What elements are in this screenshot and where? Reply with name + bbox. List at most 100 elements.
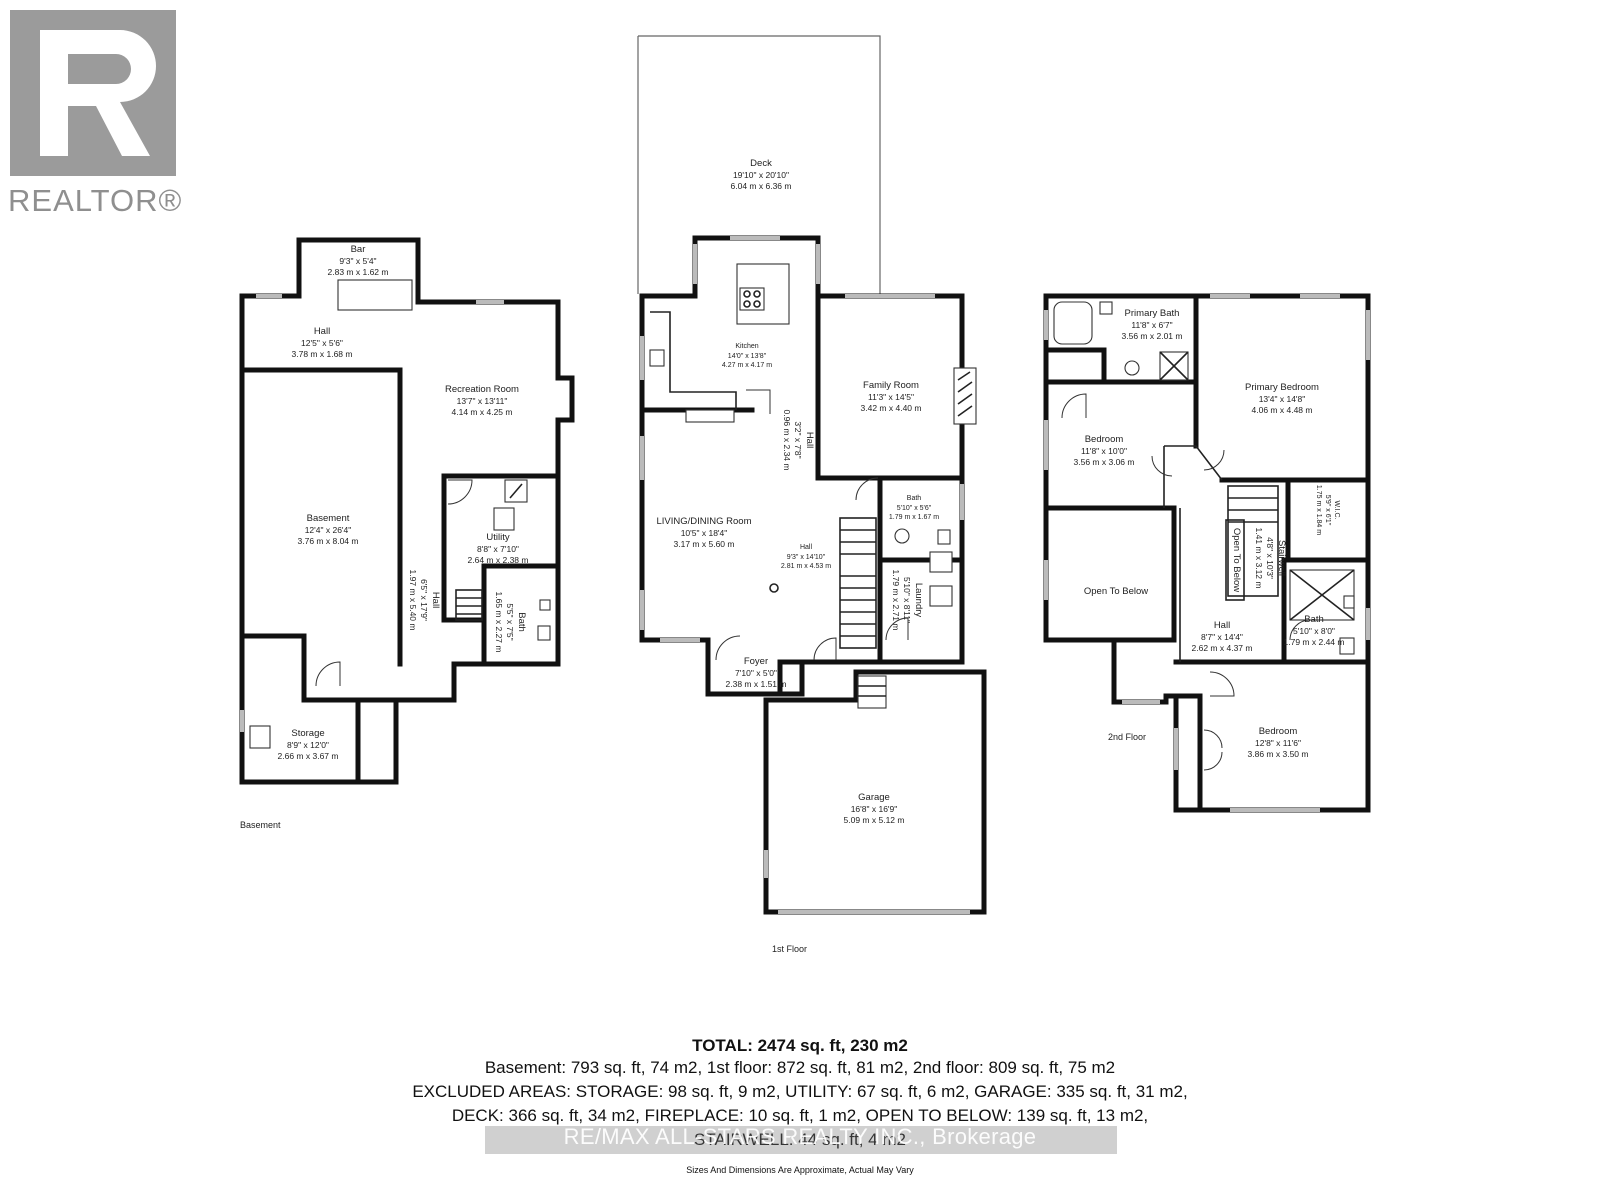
room-name: Stairwell: [1276, 540, 1287, 576]
basement-outer-wall: [239, 237, 575, 785]
room-dim-metric: 3.76 m x 8.04 m: [298, 536, 359, 546]
room-name: Deck: [750, 158, 772, 169]
sink: [1339, 637, 1355, 655]
room-dim-metric: 1.41 m x 3.12 m: [1254, 528, 1264, 589]
room-dim-metric: 1.79 m x 2.71 m: [891, 570, 901, 631]
room-dim-imperial: 9'3" x 14'10": [787, 554, 826, 561]
room-name: Foyer: [744, 656, 768, 667]
room-dim-metric: 3.78 m x 1.68 m: [292, 349, 353, 359]
room-dim-imperial: 7'10" x 5'0": [735, 668, 777, 678]
toilet: [1099, 301, 1113, 315]
basement-room-wall: [239, 367, 403, 667]
room-name: Hall: [314, 326, 330, 337]
room-name: Bath: [516, 612, 527, 632]
room-dim-metric: 1.79 m x 2.44 m: [1284, 637, 1345, 647]
kitchen-sink: [649, 349, 665, 367]
room-dim-imperial: 16'8" x 16'9": [851, 804, 898, 814]
floor-label: 2nd Floor: [1108, 732, 1146, 742]
room-dim-imperial: 5'10" x 5'6": [897, 505, 932, 512]
storage-shelf: [249, 725, 271, 749]
bath-sink: [894, 528, 910, 544]
sink: [1124, 360, 1140, 376]
furnace: [493, 507, 515, 531]
room-name: Bath: [1304, 614, 1324, 625]
first-floor-plan: Deck 19'10" x 20'10" 6.04 m x 6.36 m Kit…: [637, 35, 987, 954]
realtor-logo: REALTOR®: [8, 8, 192, 218]
room-name: Bedroom: [1259, 726, 1298, 737]
toilet: [539, 599, 551, 611]
room-name: Bath: [907, 495, 922, 502]
room-dim-metric: 3.42 m x 4.40 m: [861, 403, 922, 413]
floor-label: Basement: [240, 820, 281, 830]
second-floor-stairwell: [1225, 485, 1279, 601]
room-dim-metric: 3.56 m x 3.06 m: [1074, 457, 1135, 467]
room-dim-imperial: 11'8" x 6'7": [1131, 320, 1172, 330]
excluded-areas: EXCLUDED AREAS: STORAGE: 98 sq. ft, 9 m2…: [412, 1082, 1188, 1101]
room-dim-metric: 1.97 m x 5.40 m: [408, 570, 418, 631]
room-dim-metric: 4.06 m x 4.48 m: [1252, 405, 1313, 415]
room-dim-metric: 1.75 m x 1.84 m: [1315, 485, 1322, 535]
excluded-areas-cont: DECK: 366 sq. ft, 34 m2, FIREPLACE: 10 s…: [451, 1106, 1149, 1125]
room-dim-imperial: 6'5" x 17'9": [419, 579, 429, 621]
bedroom-door: [1151, 455, 1173, 477]
room-name: Hall: [1214, 620, 1230, 631]
closet-wall: [1047, 347, 1107, 385]
patio-door: [746, 389, 771, 414]
garage-steps: [857, 675, 887, 709]
sink: [537, 625, 551, 641]
washer: [929, 551, 953, 573]
bathtub: [1053, 301, 1093, 345]
room-dim-metric: 4.14 m x 4.25 m: [452, 407, 513, 417]
bedroom-door: [1061, 393, 1087, 419]
room-name: Garage: [858, 792, 890, 803]
kitchen-counter: [650, 311, 737, 410]
primary-bedroom-door: [1203, 449, 1225, 471]
room-name: Bedroom: [1085, 434, 1124, 445]
room-dim-imperial: 5'5" x 7'5": [505, 603, 515, 640]
deck-outline: [638, 35, 881, 294]
room-dim-imperial: 13'7" x 13'11": [457, 396, 508, 406]
storage-door: [315, 661, 341, 687]
room-name: Hall: [804, 432, 815, 448]
room-dim-metric: 2.81 m x 4.53 m: [781, 563, 831, 570]
room-dim-metric: 3.86 m x 3.50 m: [1248, 749, 1309, 759]
room-dim-imperial: 8'8" x 7'10": [477, 544, 519, 554]
excluded-areas-end: STAIRWELL: 44 sq. ft, 4 m2: [694, 1130, 906, 1149]
hall-door: [813, 637, 837, 661]
room-dim-imperial: 12'8" x 11'6": [1255, 738, 1301, 748]
room-name: Open To Below: [1231, 528, 1242, 592]
garage-outer-wall: [763, 669, 987, 915]
room-name: Kitchen: [735, 343, 758, 350]
room-name: Bar: [351, 244, 366, 255]
first-floor-outer-wall: [639, 235, 965, 697]
watermark-band: [485, 1126, 1117, 1154]
closet-door: [1203, 729, 1223, 771]
foyer-wall: [705, 637, 805, 697]
room-name: Recreation Room: [445, 384, 519, 395]
room-name: W.I.C.: [1333, 500, 1340, 519]
room-dim-imperial: 13'4" x 14'8": [1259, 394, 1306, 404]
fireplace: [953, 367, 977, 425]
utility-door: [447, 479, 473, 505]
room-dim-metric: 4.27 m x 4.17 m: [722, 362, 772, 369]
room-dim-metric: 3.56 m x 2.01 m: [1122, 331, 1183, 341]
room-dim-metric: 0.96 m x 2.34 m: [782, 410, 792, 471]
room-dim-metric: 2.38 m x 1.51 m: [726, 679, 787, 689]
room-dim-metric: 6.04 m x 6.36 m: [731, 181, 792, 191]
diagonal-wall: [1164, 445, 1223, 481]
room-dim-imperial: 4'8" x 10'3": [1265, 537, 1275, 579]
room-dim-imperial: 10'5" x 18'4": [681, 528, 728, 538]
room-dim-metric: 1.79 m x 1.67 m: [889, 514, 939, 521]
room-name: Hall: [800, 544, 813, 551]
room-dim-imperial: 8'9" x 12'0": [287, 740, 329, 750]
room-dim-imperial: 8'7" x 14'4": [1201, 632, 1243, 642]
room-name: Open To Below: [1084, 586, 1148, 597]
room-dim-imperial: 12'4" x 26'4": [305, 525, 352, 535]
room-dim-metric: 2.64 m x 2.38 m: [468, 555, 529, 565]
room-dim-metric: 2.62 m x 4.37 m: [1192, 643, 1253, 653]
room-dim-metric: 3.17 m x 5.60 m: [674, 539, 735, 549]
room-dim-imperial: 5'10" x 8'11": [902, 577, 912, 623]
disclaimer: Sizes And Dimensions Are Approximate, Ac…: [686, 1165, 914, 1175]
room-name: Primary Bath: [1125, 308, 1180, 319]
